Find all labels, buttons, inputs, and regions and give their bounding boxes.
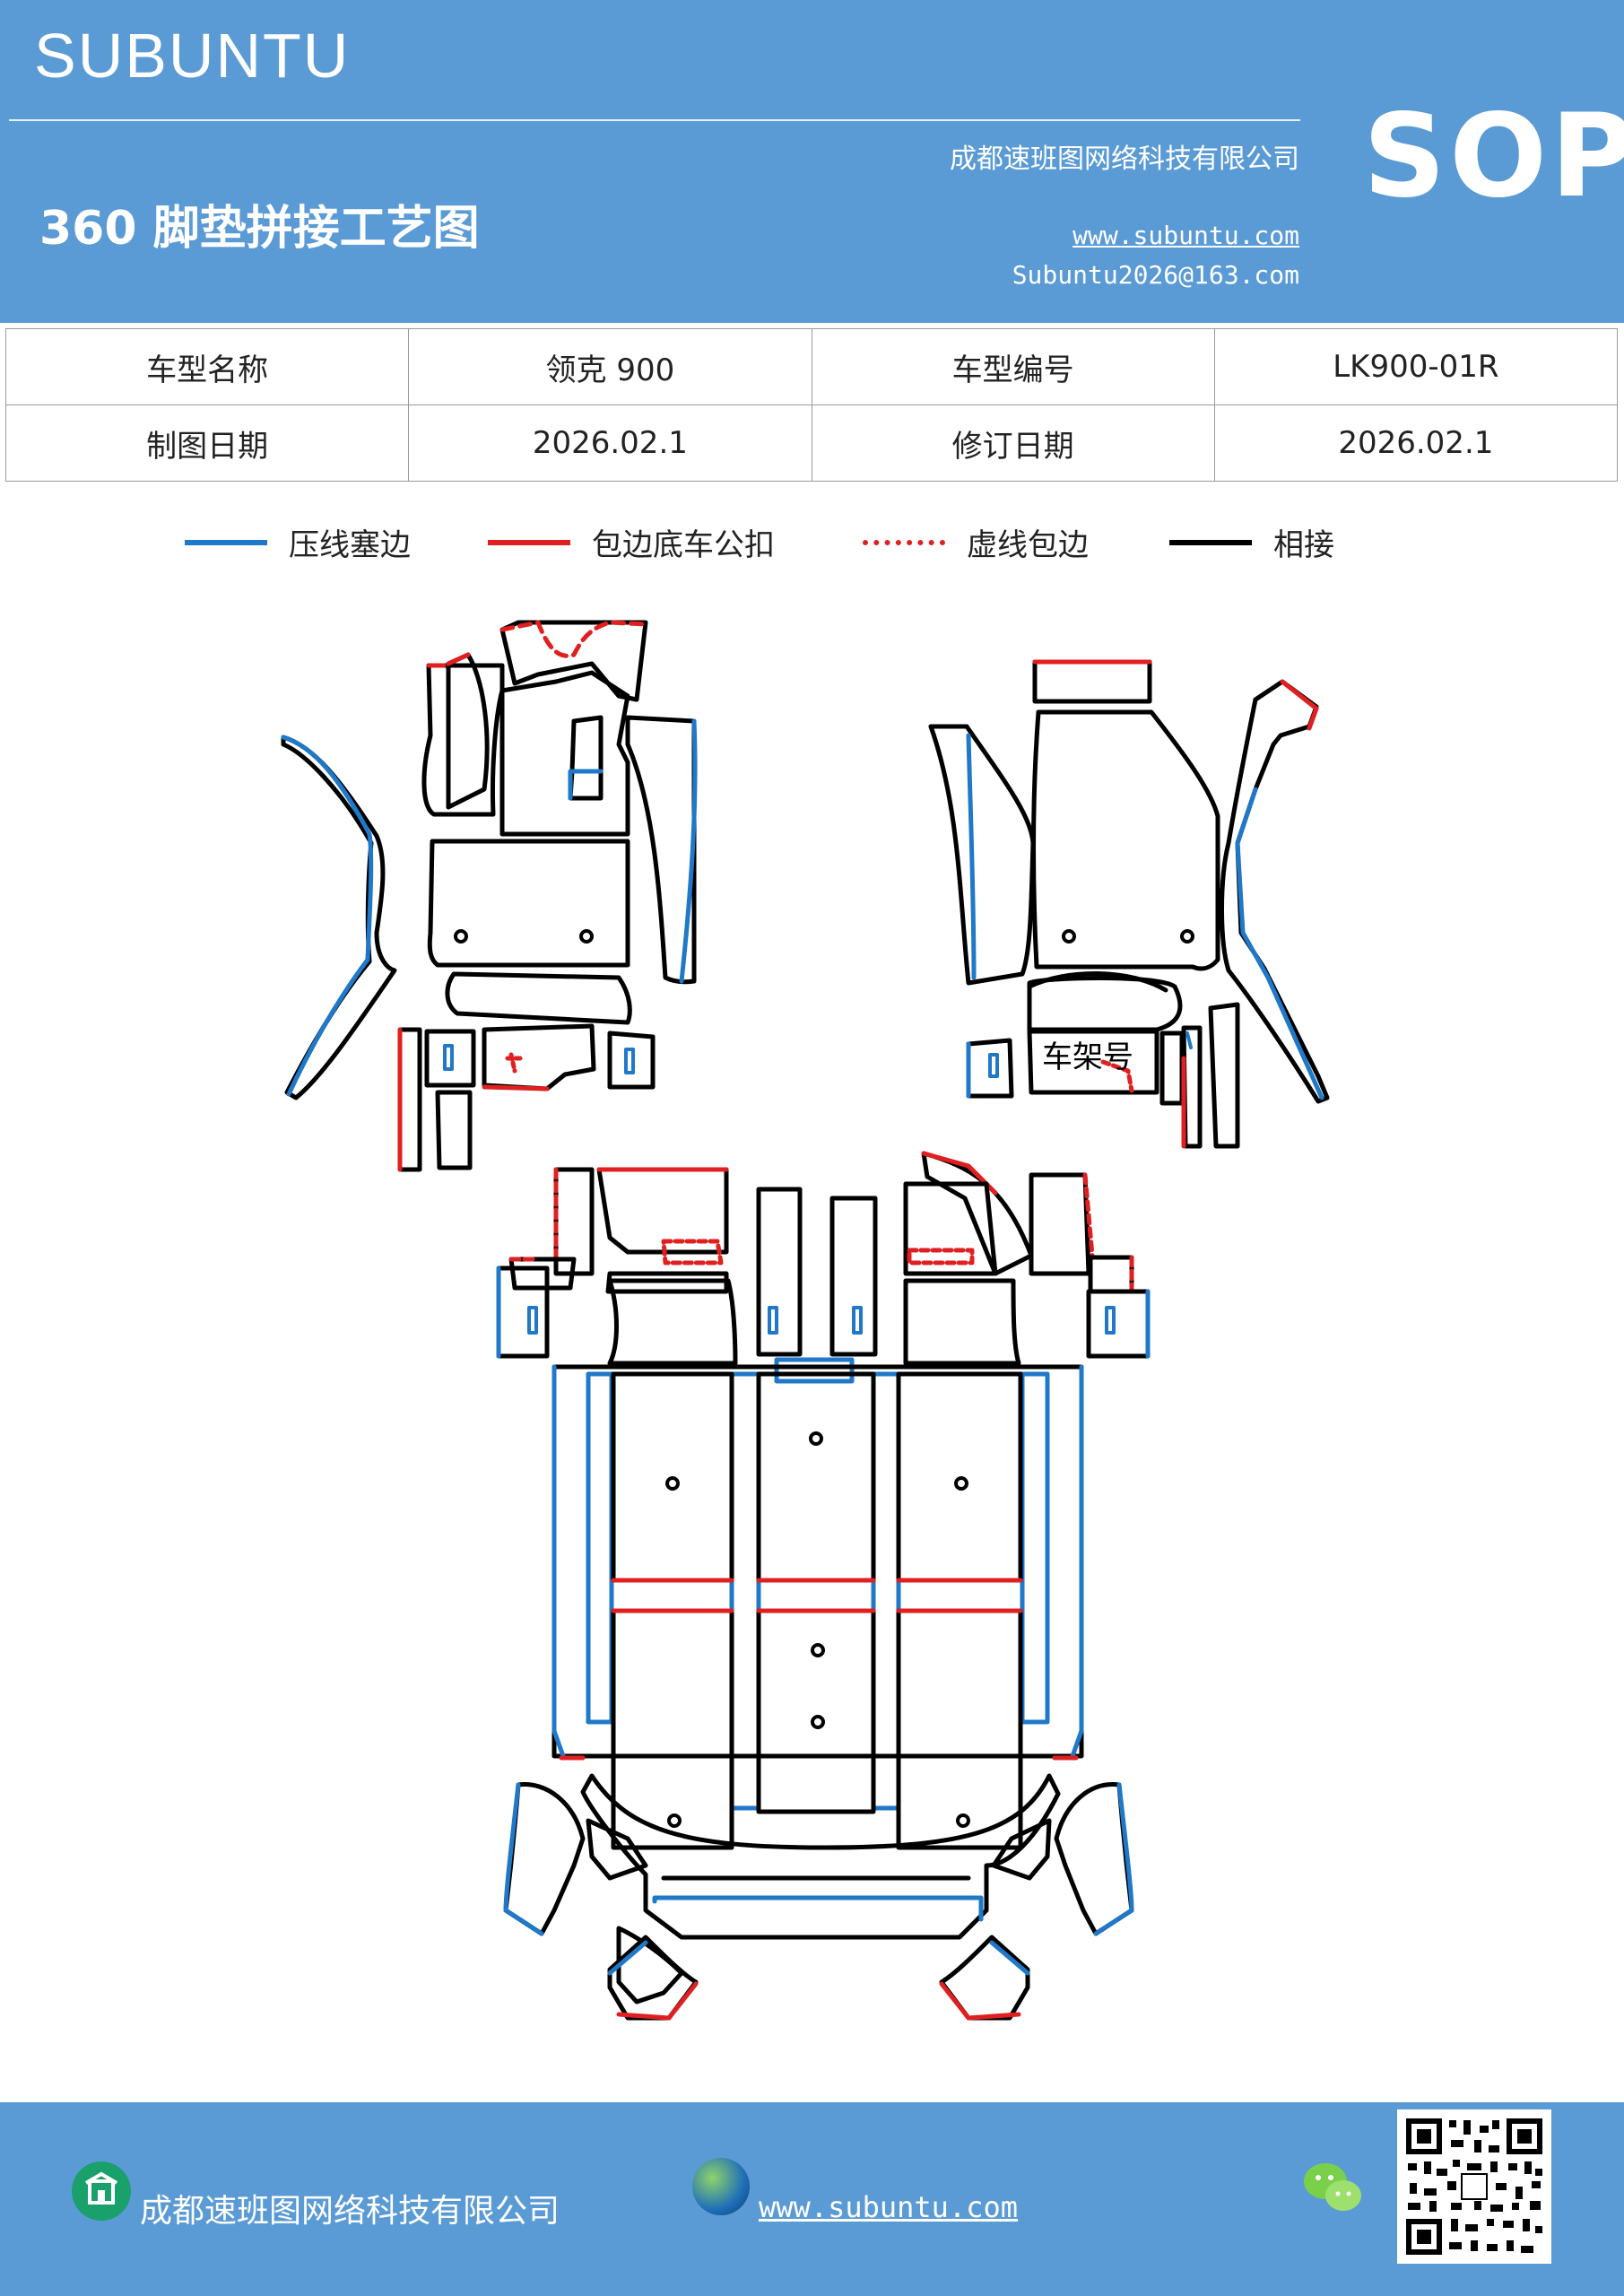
rear-mat-group <box>496 1151 1151 2021</box>
header-divider <box>9 119 1300 121</box>
model-name-value: 领克 900 <box>408 328 812 405</box>
model-name-label: 车型名称 <box>4 328 410 405</box>
revision-date-value: 2026.02.1 <box>1213 404 1619 482</box>
legend-label: 相接 <box>1273 527 1334 563</box>
footer-company-name: 成都速班图网络科技有限公司 <box>140 2193 560 2230</box>
frame-number-label: 车架号 <box>1042 1039 1133 1075</box>
wechat-icon[interactable] <box>1302 2160 1365 2217</box>
revision-date-label: 修订日期 <box>811 404 1215 482</box>
legend-item-blue: 压线塞边 <box>185 520 411 564</box>
table-row: 车型名称 领克 900 车型编号 LK900-01R <box>4 328 1619 405</box>
footer-website-link[interactable]: www.subuntu.com <box>759 2190 1018 2224</box>
model-code-label: 车型编号 <box>811 328 1215 405</box>
email-address[interactable]: Subuntu2026@163.com <box>1012 260 1299 290</box>
legend-item-black: 相接 <box>1169 520 1334 564</box>
page-title: 360 脚垫拼接工艺图 <box>39 202 480 256</box>
brand-logo-text: SUBUNTU <box>34 21 351 91</box>
vehicle-info-table: 车型名称 领克 900 车型编号 LK900-01R 制图日期 2026.02.… <box>4 328 1619 482</box>
legend-label: 压线塞边 <box>289 527 411 563</box>
legend: 压线塞边 包边底车公扣 虚线包边 相接 <box>0 520 1624 574</box>
qr-code[interactable] <box>1397 2109 1551 2264</box>
legend-label: 虚线包边 <box>967 527 1089 563</box>
draw-date-value: 2026.02.1 <box>408 404 812 482</box>
front-left-mat-group <box>281 620 698 1172</box>
legend-swatch <box>185 539 267 545</box>
sop-badge: SOP <box>1363 90 1624 223</box>
website-link[interactable]: www.subuntu.com <box>1073 221 1299 250</box>
legend-swatch <box>1169 539 1252 545</box>
legend-item-red: 包边底车公扣 <box>488 520 775 564</box>
building-icon <box>72 2161 131 2221</box>
header-banner <box>0 0 1624 323</box>
legend-label: 包边底车公扣 <box>592 527 775 563</box>
front-right-mat-group <box>928 659 1330 1149</box>
globe-icon <box>692 2158 750 2215</box>
legend-item-red-dashed: 虚线包边 <box>863 520 1089 564</box>
company-name: 成都速班图网络科技有限公司 <box>950 144 1299 175</box>
table-row: 制图日期 2026.02.1 修订日期 2026.02.1 <box>4 404 1619 482</box>
model-code-value: LK900-01R <box>1213 328 1619 405</box>
legend-swatch <box>488 539 570 545</box>
legend-swatch <box>863 539 945 545</box>
draw-date-label: 制图日期 <box>4 404 410 482</box>
